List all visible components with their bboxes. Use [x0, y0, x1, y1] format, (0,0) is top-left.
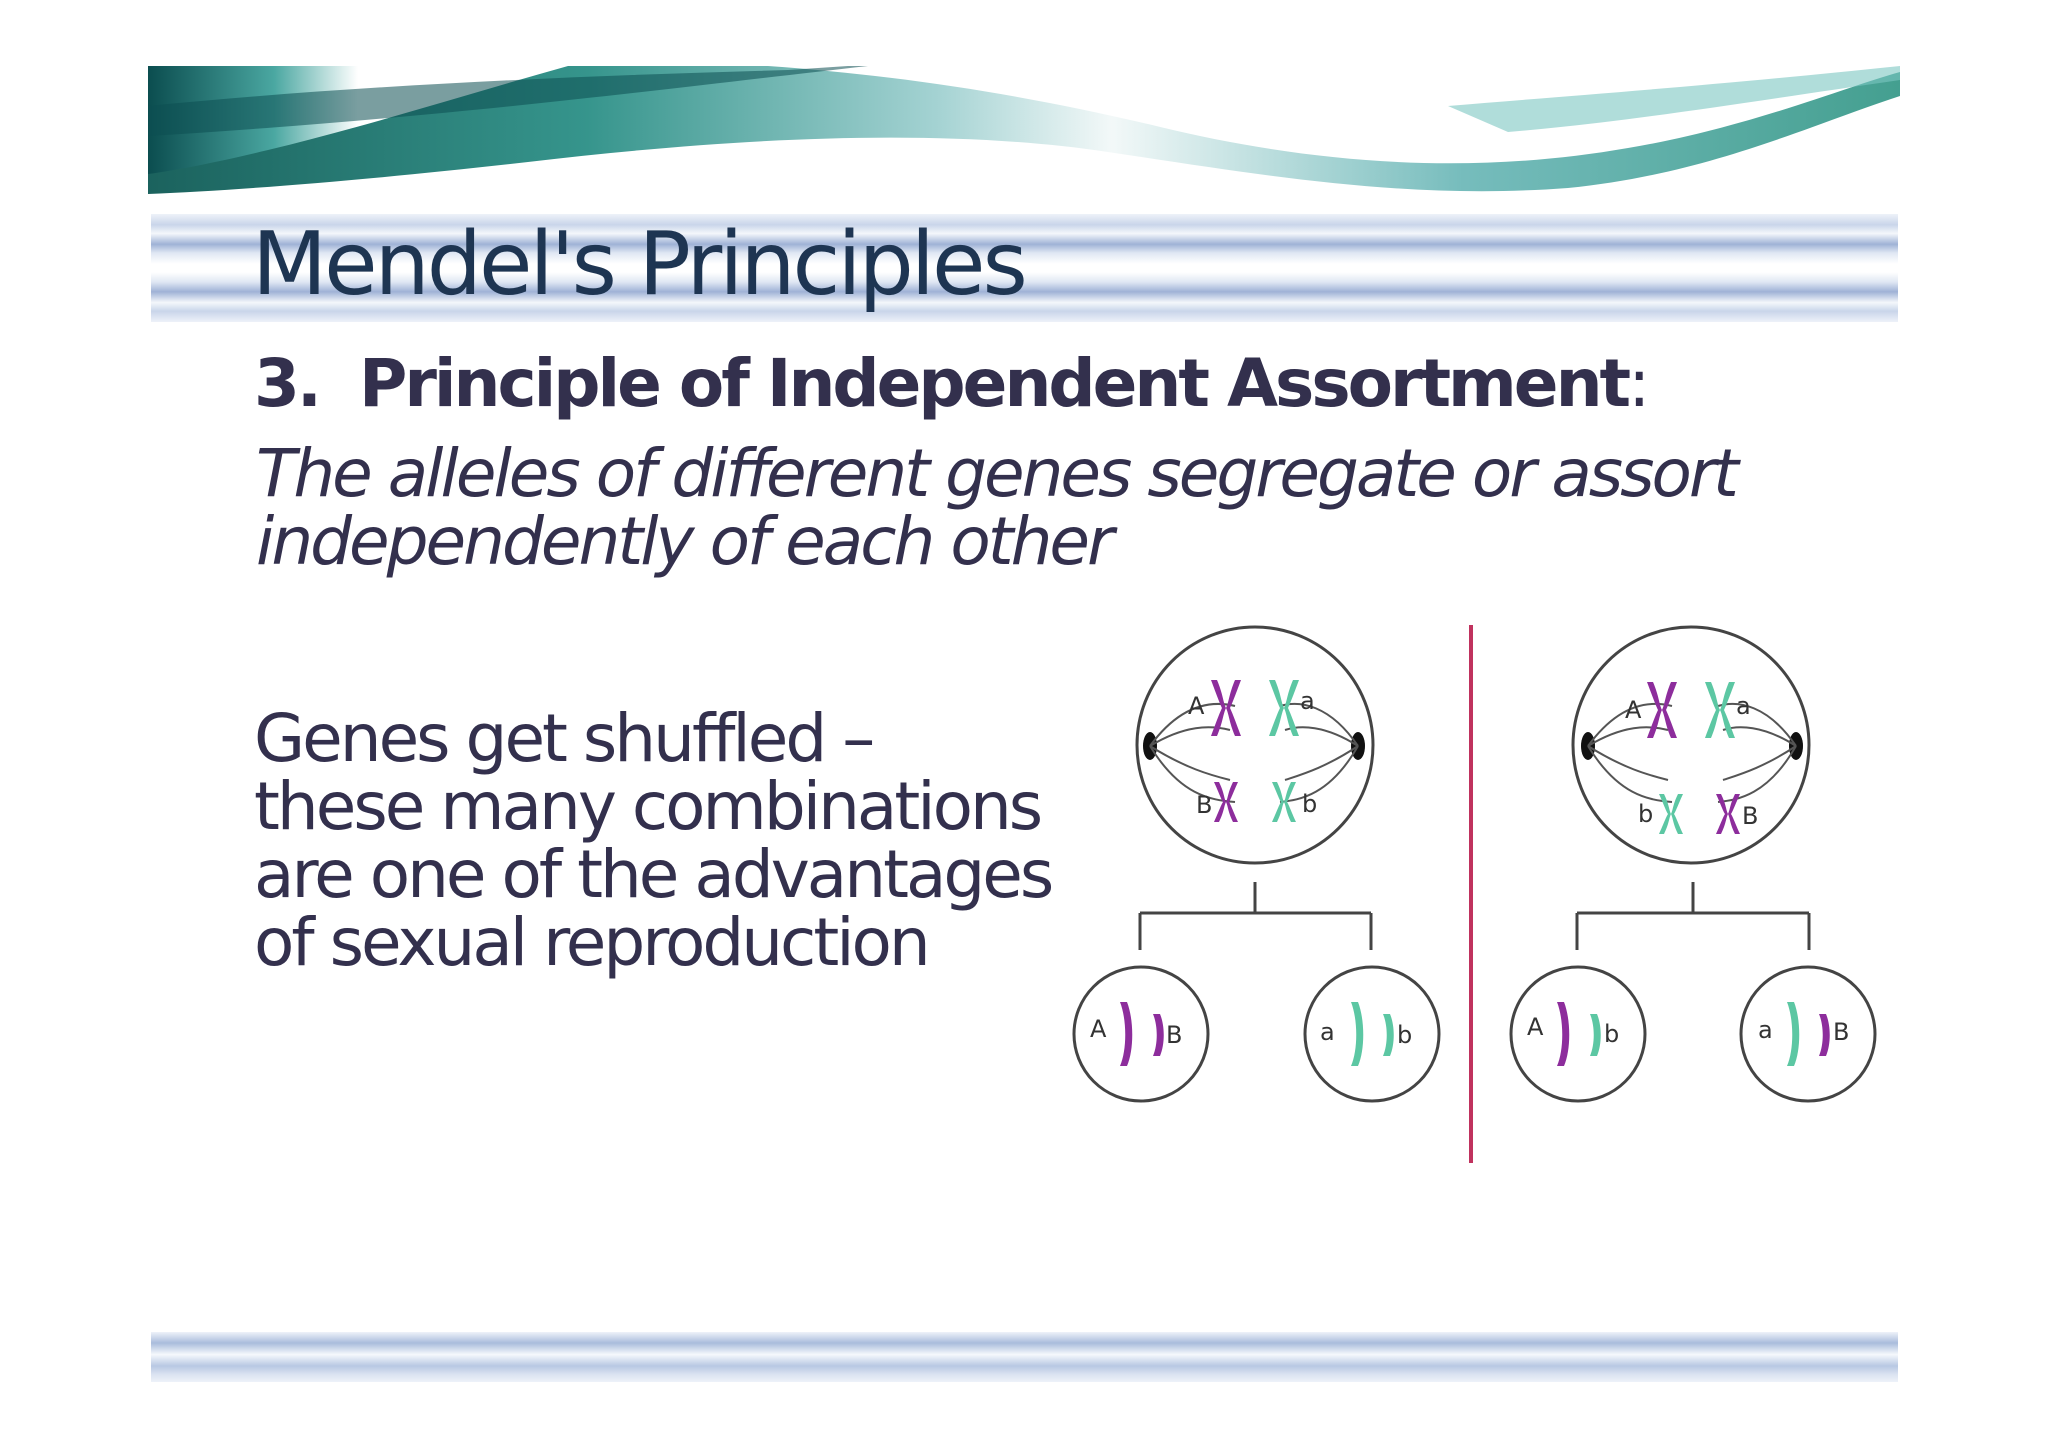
allele-label: A [1188, 692, 1205, 720]
body-line: these many combinations [254, 768, 1043, 845]
header-wave-banner [148, 66, 1900, 194]
allele-label: b [1638, 800, 1653, 828]
allele-label: b [1302, 790, 1317, 818]
allele-label: B [1833, 1018, 1849, 1046]
independent-assortment-diagram: A a B b A B a b [1072, 625, 1877, 1163]
principle-colon: : [1628, 345, 1650, 422]
body-line: Genes get shuffled – [254, 700, 875, 777]
principle-heading: 3. Principle of Independent Assortment: [254, 344, 1650, 423]
principle-name: Principle of Independent Assortment [358, 345, 1631, 422]
principle-number: 3. [254, 345, 322, 422]
definition-line: The alleles of different genes segregate… [256, 435, 1739, 512]
definition-line: independently of each other [256, 503, 1114, 580]
title-band [151, 214, 1898, 322]
allele-label: a [1736, 692, 1751, 720]
allele-label: A [1625, 696, 1642, 724]
principle-definition: The alleles of different genes segregate… [256, 440, 1836, 576]
body-text: Genes get shuffled – these many combinat… [254, 700, 1054, 981]
allele-label: a [1300, 687, 1315, 715]
allele-label: B [1166, 1021, 1182, 1049]
allele-label: b [1604, 1020, 1619, 1048]
allele-label: A [1527, 1013, 1544, 1041]
footer-band [151, 1332, 1898, 1382]
allele-label: b [1397, 1021, 1412, 1049]
right-parent-cell: A a b B [1571, 625, 1811, 865]
page-title: Mendel's Principles [252, 213, 1028, 315]
right-daughter-cell-2: a B [1739, 965, 1877, 1103]
body-line: are one of the advantages [254, 836, 1054, 913]
body-line: of sexual reproduction [254, 904, 931, 981]
right-daughter-cell-1: A b [1509, 965, 1647, 1103]
left-connector [1138, 882, 1373, 950]
left-daughter-cell-1: A B [1072, 965, 1210, 1103]
left-parent-cell: A a B b [1135, 625, 1375, 865]
right-connector [1575, 882, 1811, 950]
left-daughter-cell-2: a b [1303, 965, 1441, 1103]
allele-label: a [1320, 1018, 1335, 1046]
allele-label: A [1090, 1015, 1107, 1043]
allele-label: a [1758, 1016, 1773, 1044]
allele-label: B [1742, 802, 1758, 830]
allele-label: B [1196, 791, 1212, 819]
